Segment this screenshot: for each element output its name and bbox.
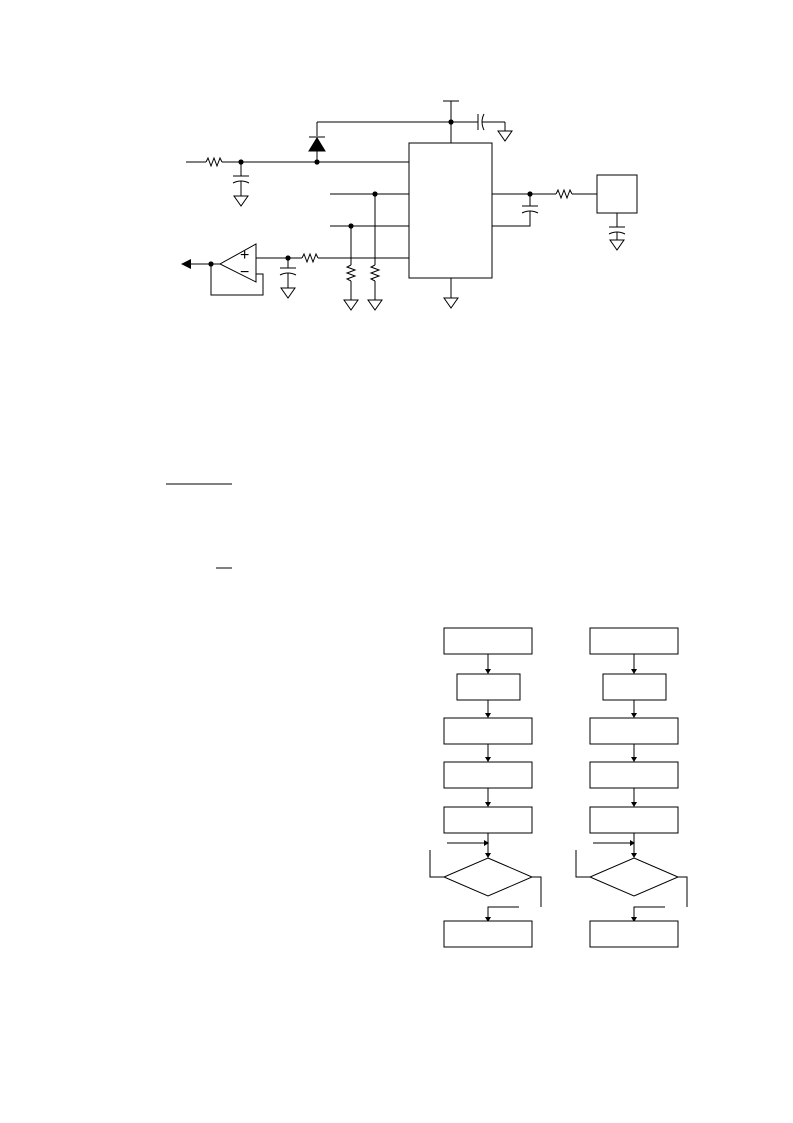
input-resistor xyxy=(186,156,409,168)
flow2-step-1 xyxy=(589,627,679,655)
opamp-buffer: + − xyxy=(181,243,264,296)
flowchart-left xyxy=(429,627,542,948)
filter-capacitor xyxy=(279,258,297,299)
flow2-end xyxy=(589,920,679,948)
ic-block xyxy=(408,142,493,279)
flow2-step-4 xyxy=(589,761,679,789)
ic-ground xyxy=(443,278,459,309)
flow1-step-3 xyxy=(443,717,533,745)
input-capacitor xyxy=(232,162,250,207)
opamp-minus-sign: − xyxy=(240,264,249,281)
flow2-step-3 xyxy=(589,717,679,745)
flow2-step-5 xyxy=(589,806,679,834)
pulldown-resistor-1 xyxy=(343,226,359,311)
flow1-step-1 xyxy=(443,627,533,655)
filter-resistor xyxy=(256,252,319,264)
flowchart-right xyxy=(575,627,688,948)
diode xyxy=(308,122,326,162)
load-capacitor xyxy=(608,213,626,251)
flow1-step-4 xyxy=(443,761,533,789)
output-resistor xyxy=(555,188,597,200)
flow1-decision xyxy=(442,857,534,897)
flow2-decision xyxy=(588,857,680,897)
flow1-step-5 xyxy=(443,806,533,834)
junction-opamp-out xyxy=(208,261,214,267)
pulldown-resistor-2 xyxy=(367,194,383,311)
opamp-plus-sign: + xyxy=(240,247,249,264)
output-capacitor xyxy=(492,194,539,227)
flow1-end xyxy=(443,920,533,948)
flow2-step-2 xyxy=(602,673,667,701)
decoupling-capacitor xyxy=(477,113,513,142)
load-block xyxy=(596,174,638,214)
flow1-step-2 xyxy=(456,673,521,701)
junction-diode xyxy=(314,159,320,165)
